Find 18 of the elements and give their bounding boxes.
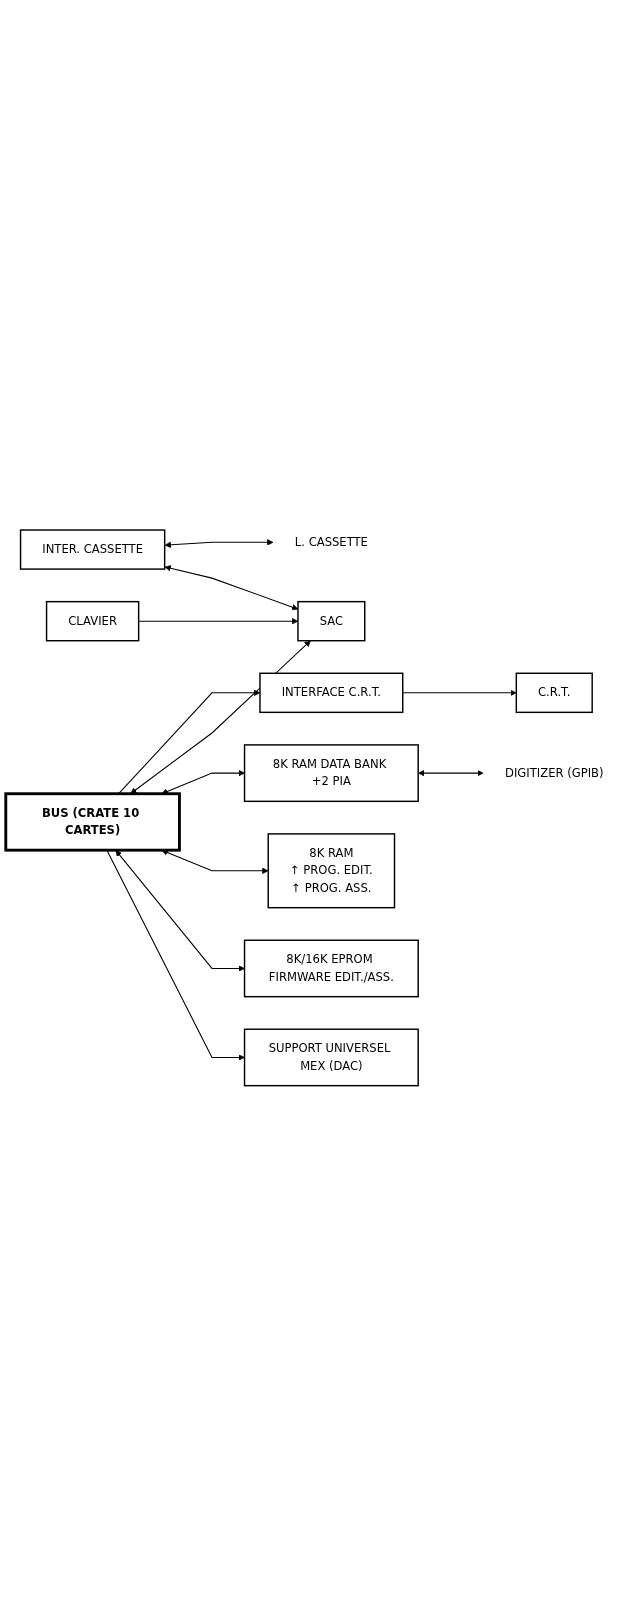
node-box: SAC: [297, 601, 366, 642]
node-text: L. CASSETTE: [294, 535, 368, 550]
node-box: INTER. CASSETTE: [19, 529, 166, 571]
node-box: INTERFACE C.R.T.: [259, 672, 404, 714]
arrow: [130, 640, 311, 795]
arrow: [164, 539, 274, 549]
node-box: 8K/16K EPROM FIRMWARE EDIT./ASS.: [243, 939, 419, 998]
node-box: 8K RAM ↑ PROG. EDIT. ↑ PROG. ASS.: [267, 833, 396, 909]
node-text: DIGITIZER (GPIB): [505, 766, 604, 780]
node-box: C.R.T.: [515, 672, 593, 714]
arrow: [402, 689, 517, 697]
arrow: [161, 770, 245, 795]
node-box: BUS (CRATE 10 CARTES): [4, 792, 181, 852]
arrow: [115, 850, 245, 972]
node-box: SUPPORT UNIVERSEL MEX (DAC): [243, 1028, 419, 1087]
node-box: CLAVIER: [45, 601, 140, 642]
node-box: 8K RAM DATA BANK +2 PIA: [243, 744, 419, 803]
arrow: [418, 770, 484, 777]
